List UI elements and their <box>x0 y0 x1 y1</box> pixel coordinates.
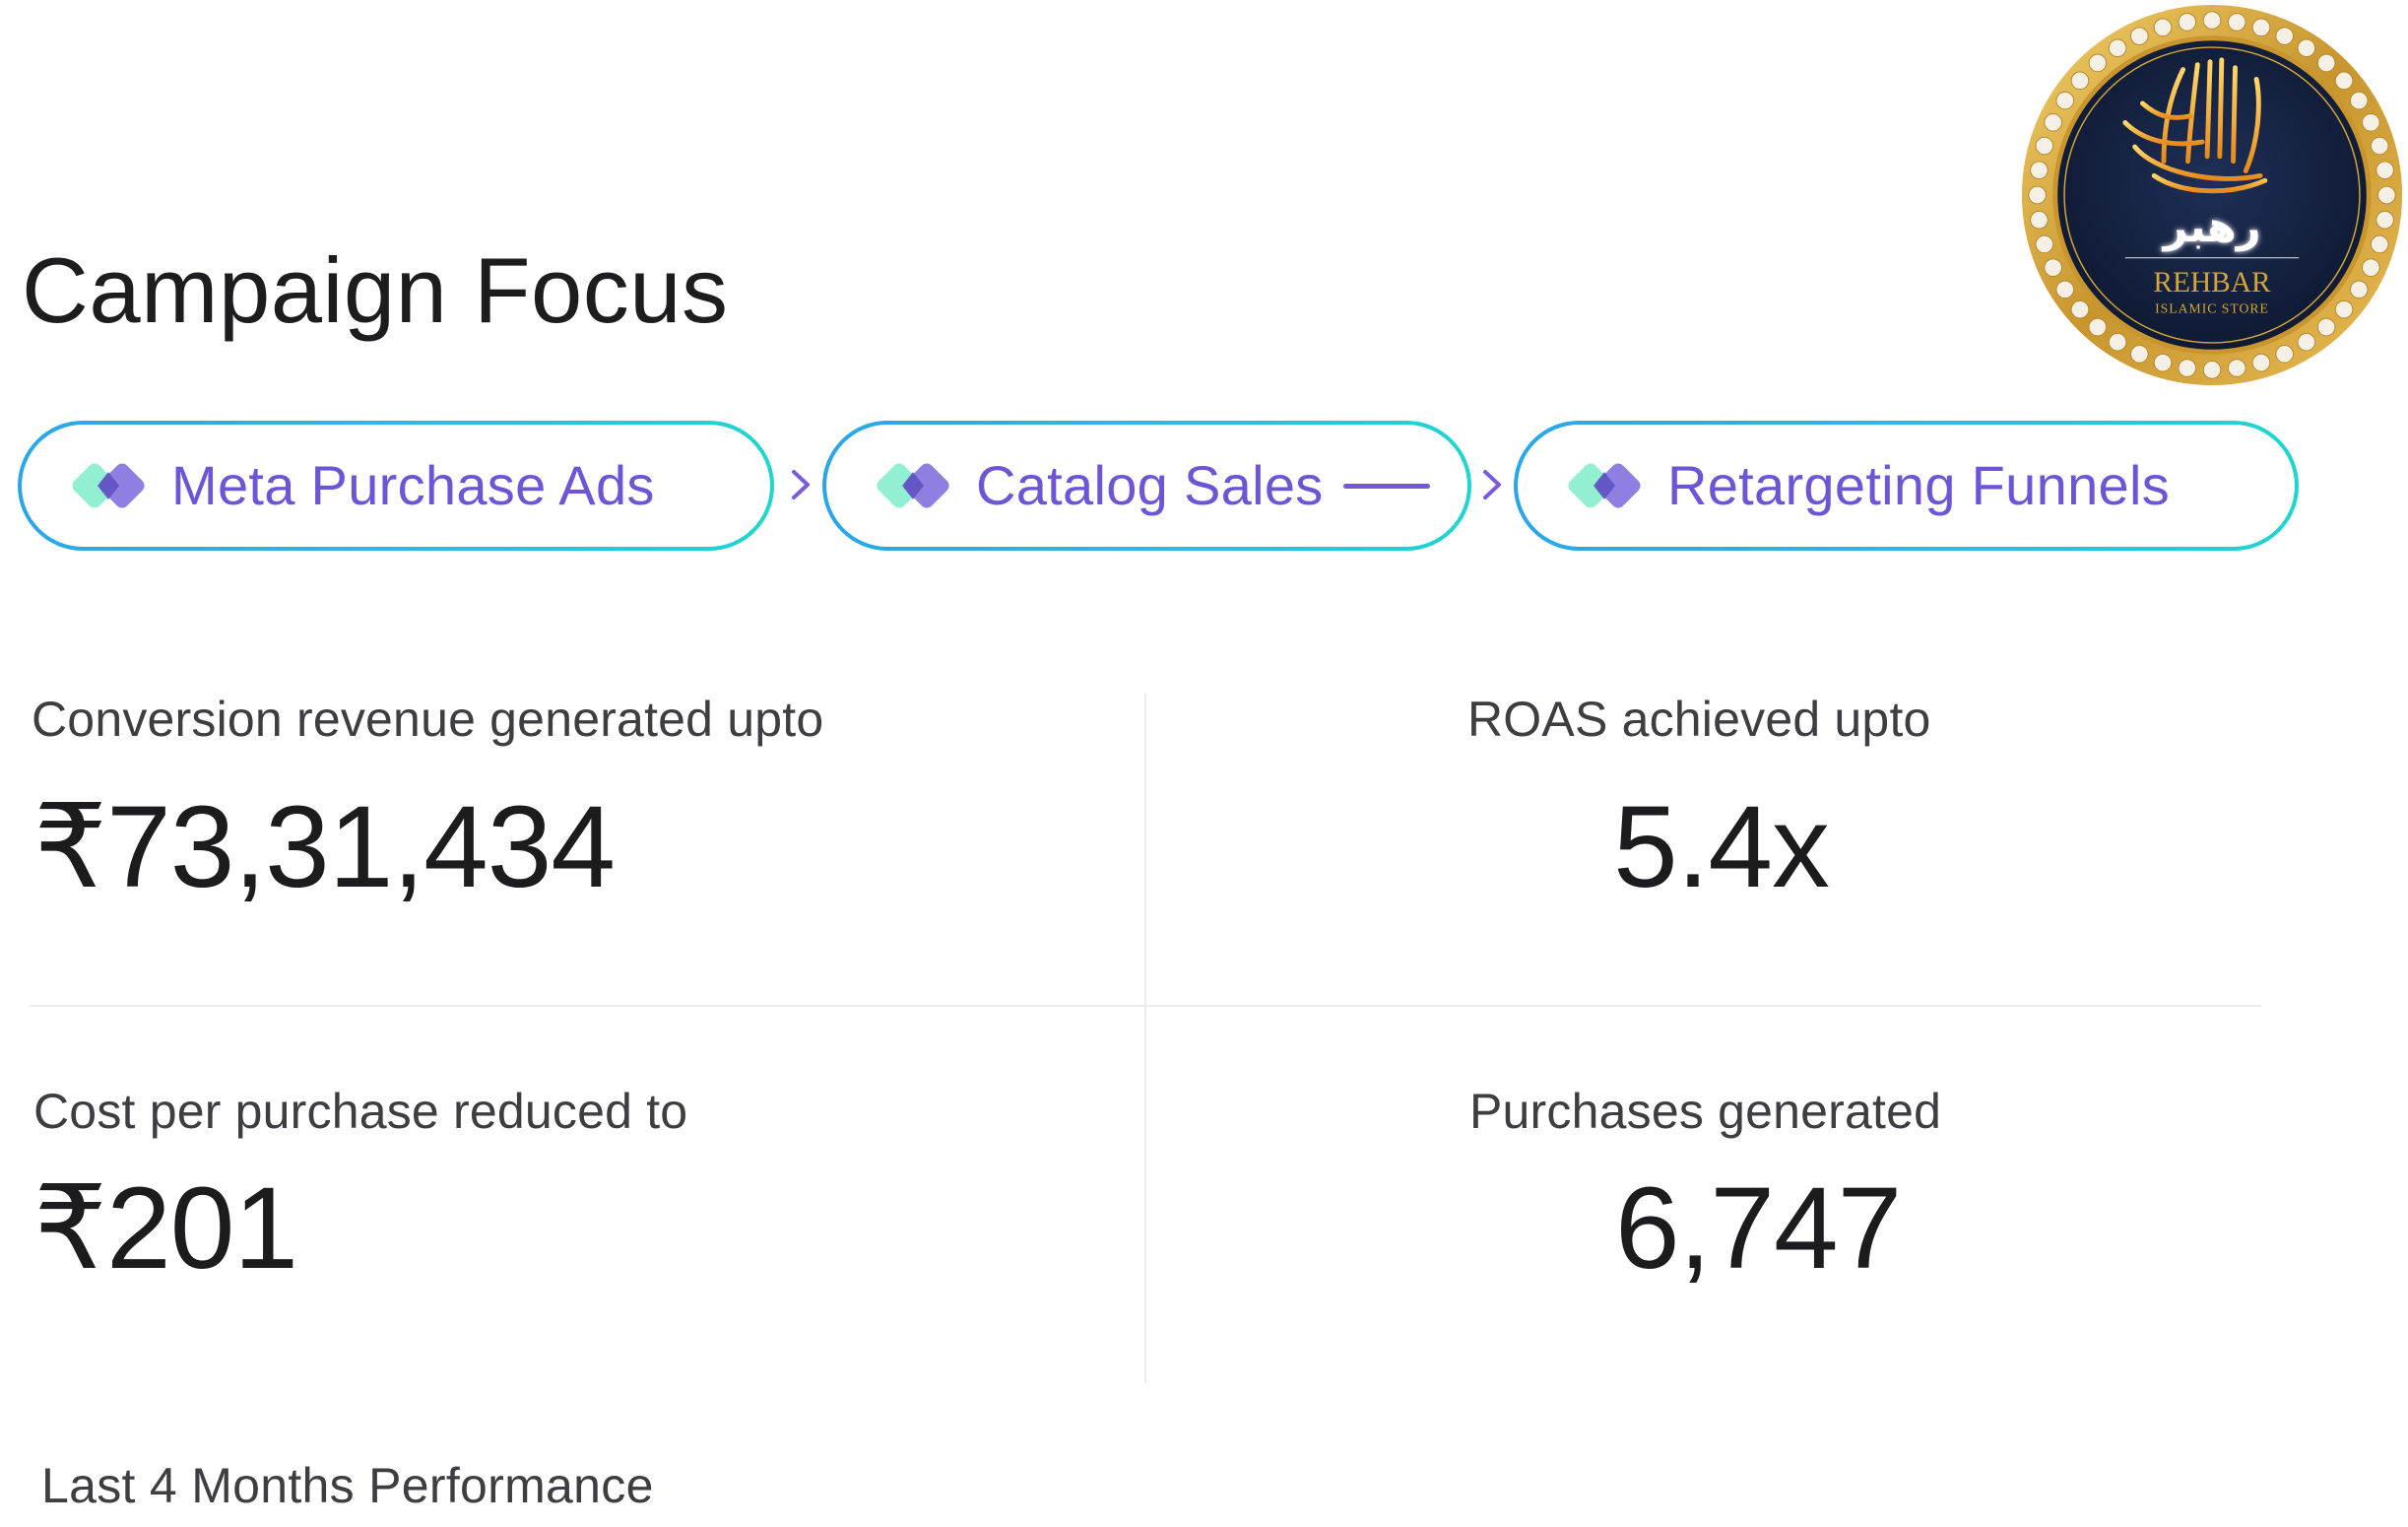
campaign-step-label: Meta Purchase Ads <box>171 454 655 516</box>
connector-line <box>1342 483 1430 489</box>
metric-label: Purchases generated <box>1469 1084 1942 1139</box>
metric-label: ROAS achieved upto <box>1467 692 1931 747</box>
rehbar-logo-icon: رهبر REHBAR ISLAMIC STORE <box>2021 4 2403 386</box>
logo-pearl <box>2088 317 2108 337</box>
logo-pearl <box>2375 210 2394 230</box>
logo-pearl <box>2275 27 2294 45</box>
campaign-step-label: Catalog Sales <box>976 454 1324 516</box>
logo-pearl <box>2153 18 2173 37</box>
logo-tagline: ISLAMIC STORE <box>2155 301 2269 316</box>
logo-arabic-name: رهبر <box>2161 203 2260 252</box>
logo-pearl <box>2088 53 2108 73</box>
logo-pearl <box>2108 38 2127 58</box>
logo-pearl <box>2055 91 2075 110</box>
metric-label: Conversion revenue generated upto <box>32 692 824 747</box>
metric-value: 6,747 <box>1615 1163 1902 1294</box>
page-title: Campaign Focus <box>22 238 729 342</box>
logo-pearl <box>2316 53 2336 73</box>
metric-value: 5.4x <box>1613 782 1830 912</box>
diamond-pair-icon <box>63 456 154 515</box>
metric-label: Cost per purchase reduced to <box>33 1084 688 1139</box>
metric-value: ₹201 <box>33 1163 298 1294</box>
logo-pearl <box>2153 353 2173 372</box>
logo-pearl <box>2334 71 2354 91</box>
chevron-right-icon <box>786 460 815 509</box>
logo-pearl <box>2349 280 2369 299</box>
logo-pearl <box>2035 136 2054 156</box>
logo-pearl <box>2035 234 2054 254</box>
logo-pearl <box>2251 18 2271 37</box>
logo-pearl <box>2297 38 2316 58</box>
logo-pearl <box>2028 185 2047 205</box>
logo-pearl <box>2316 317 2336 337</box>
logo-pearl <box>2362 113 2380 132</box>
logo-pearl <box>2130 345 2149 364</box>
logo-pearl <box>2275 345 2294 364</box>
logo-pearl <box>2362 258 2380 277</box>
logo-pearl <box>2349 91 2369 110</box>
logo-pearl <box>2044 258 2062 277</box>
logo-name: REHBAR <box>2153 267 2271 299</box>
logo-pearl <box>2297 332 2316 352</box>
metrics-divider-vertical <box>1144 694 1146 1383</box>
logo-pearl <box>2227 359 2246 377</box>
logo-pearl <box>2377 185 2396 205</box>
campaign-step-label: Retargeting Funnels <box>1667 454 2171 516</box>
logo-pearl <box>2030 210 2049 230</box>
logo-pearl <box>2251 353 2271 372</box>
logo-pearl <box>2375 161 2394 180</box>
logo-pearl <box>2334 299 2354 319</box>
logo-pearl <box>2178 359 2197 377</box>
logo-pearl <box>2044 113 2062 132</box>
logo-pearl <box>2030 161 2049 180</box>
campaign-step-catalog-sales[interactable]: Catalog Sales <box>822 421 1471 551</box>
performance-period-label: Last 4 Months Performance <box>41 1458 654 1513</box>
logo-pearl <box>2227 13 2246 32</box>
logo-pearl <box>2055 280 2075 299</box>
logo-pearl <box>2070 71 2090 91</box>
logo-pearl <box>2130 27 2149 45</box>
chevron-right-icon <box>1477 460 1507 509</box>
logo-pearl <box>2202 361 2222 379</box>
metrics-divider-horizontal <box>30 1005 2261 1007</box>
logo-pearl <box>2108 332 2127 352</box>
logo-pearl <box>2370 136 2389 156</box>
logo-pearl <box>2070 299 2090 319</box>
diamond-pair-icon <box>1559 456 1650 515</box>
metric-value: ₹73,31,434 <box>33 782 616 912</box>
logo-pearl <box>2370 234 2389 254</box>
campaign-step-retargeting-funnels[interactable]: Retargeting Funnels <box>1514 421 2299 551</box>
campaign-step-meta-purchase-ads[interactable]: Meta Purchase Ads <box>18 421 774 551</box>
logo-pearl <box>2202 11 2222 30</box>
logo-pearl <box>2178 13 2197 32</box>
diamond-pair-icon <box>868 456 958 515</box>
rehbar-logo: رهبر REHBAR ISLAMIC STORE <box>2017 2 2407 388</box>
